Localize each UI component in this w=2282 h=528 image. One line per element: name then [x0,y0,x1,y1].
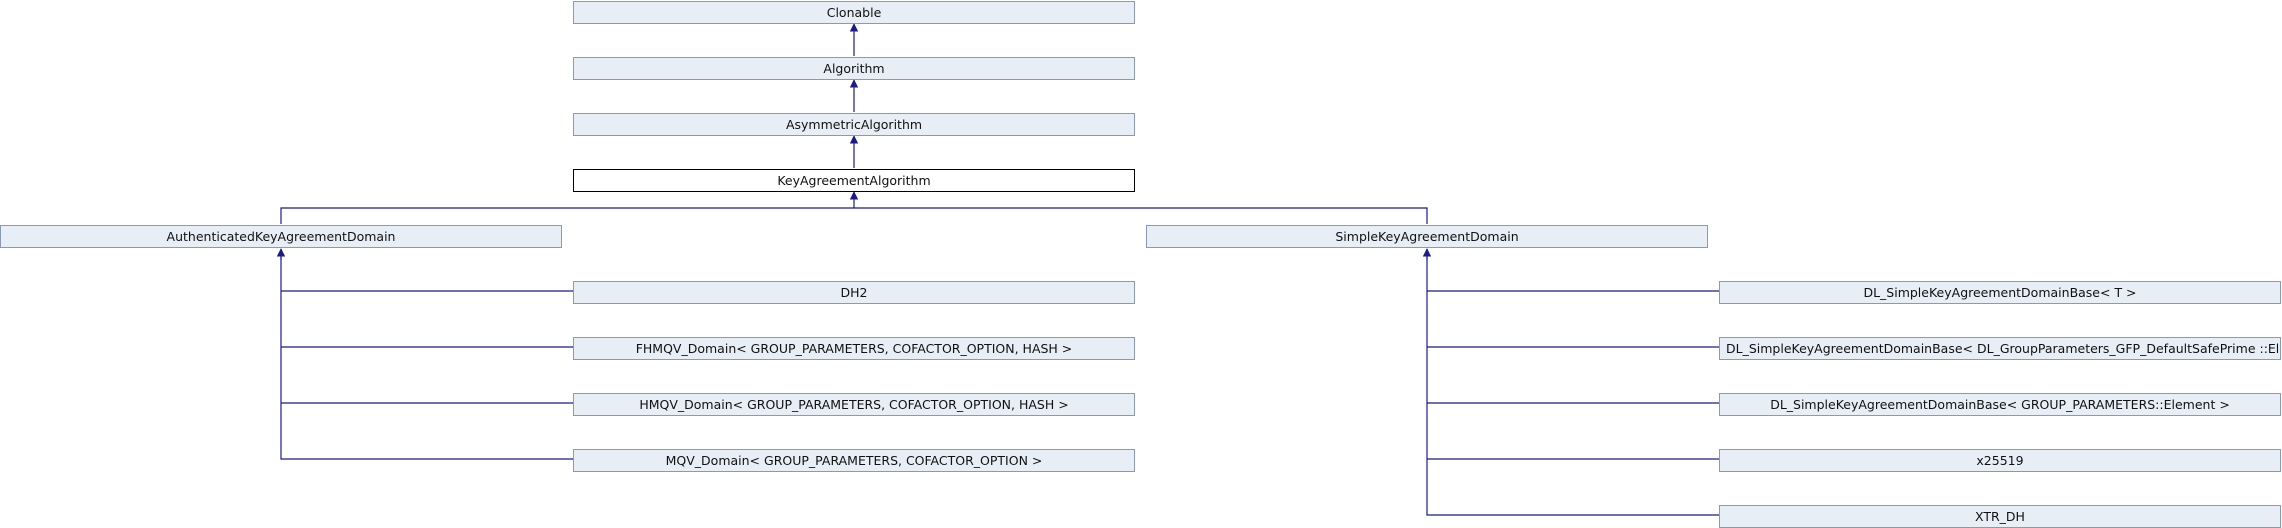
class-node-dl-base-group[interactable]: DL_SimpleKeyAgreementDomainBase< GROUP_P… [1719,393,2281,416]
class-node-dl-base-t[interactable]: DL_SimpleKeyAgreementDomainBase< T > [1719,281,2281,304]
edge-domains-keyagreement [280,207,1428,224]
class-node-dh2[interactable]: DH2 [573,281,1135,304]
class-node-mqv-domain[interactable]: MQV_Domain< GROUP_PARAMETERS, COFACTOR_O… [573,449,1135,472]
edge-simple-children [1426,249,1719,516]
class-node-key-agreement-algorithm: KeyAgreementAlgorithm [573,169,1135,192]
edge-authenticated-children [280,249,573,460]
class-node-authenticated-key-agreement-domain[interactable]: AuthenticatedKeyAgreementDomain [0,225,562,248]
class-node-dl-base-gfp[interactable]: DL_SimpleKeyAgreementDomainBase< DL_Grou… [1719,337,2281,360]
class-node-simple-key-agreement-domain[interactable]: SimpleKeyAgreementDomain [1146,225,1708,248]
class-node-algorithm[interactable]: Algorithm [573,57,1135,80]
class-node-xtr-dh[interactable]: XTR_DH [1719,505,2281,528]
class-node-asymmetric-algorithm[interactable]: AsymmetricAlgorithm [573,113,1135,136]
class-node-hmqv-domain[interactable]: HMQV_Domain< GROUP_PARAMETERS, COFACTOR_… [573,393,1135,416]
class-node-clonable[interactable]: Clonable [573,1,1135,24]
class-node-x25519[interactable]: x25519 [1719,449,2281,472]
class-node-fhmqv-domain[interactable]: FHMQV_Domain< GROUP_PARAMETERS, COFACTOR… [573,337,1135,360]
